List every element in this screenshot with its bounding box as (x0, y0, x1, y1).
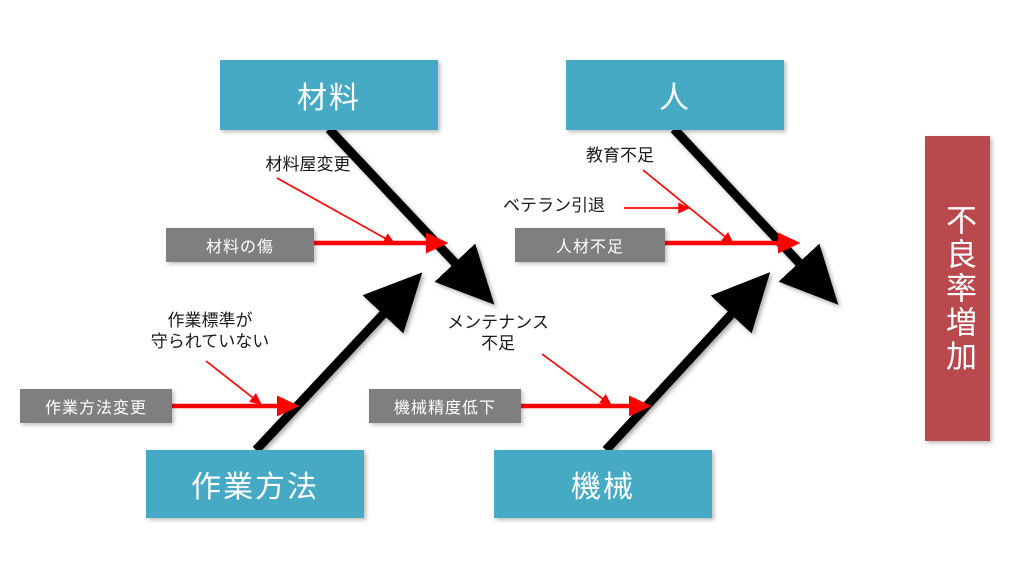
cause-arrow-material-shop (276, 177, 396, 244)
category-label-machine: 機械 (571, 470, 635, 505)
bone-machine (602, 272, 771, 454)
cause-label-method-henkou: 作業方法変更 (44, 398, 147, 417)
category-label-material: 材料 (297, 81, 361, 116)
cause-label-people-jinzai: 人材不足 (555, 237, 624, 256)
cause-text-people-kyouiku: 教育不足 (586, 146, 654, 166)
bone-material (325, 125, 495, 305)
cause-box-method-henkou[interactable]: 作業方法変更 (20, 389, 172, 423)
cause-text-material-shop: 材料屋変更 (265, 155, 351, 175)
cause-box-material-kizu[interactable]: 材料の傷 (166, 228, 314, 262)
category-box-machine[interactable]: 機械 (494, 450, 712, 518)
effect-label: 不良率増加 (939, 203, 976, 374)
category-box-method[interactable]: 作業方法 (146, 450, 364, 518)
cause-label-material-kizu: 材料の傷 (205, 237, 274, 256)
cause-box-people-jinzai[interactable]: 人材不足 (515, 228, 665, 262)
category-label-people: 人 (659, 81, 691, 116)
category-label-method: 作業方法 (191, 470, 319, 505)
cause-box-machine-seido[interactable]: 機械精度低下 (369, 389, 521, 423)
category-box-people[interactable]: 人 (566, 60, 784, 130)
cause-arrow-method-hyoujun (205, 360, 262, 405)
bone-method (252, 272, 423, 454)
cause-arrow-machine-maintenance (541, 353, 612, 406)
category-box-material[interactable]: 材料 (220, 60, 438, 130)
bone-people (670, 125, 839, 305)
cause-text-people-veteran: ベテラン引退 (503, 196, 605, 216)
effect-box[interactable]: 不良率増加 (925, 136, 990, 441)
cause-text-method-hyoujun: 作業標準が 守られていない (150, 311, 270, 353)
cause-label-machine-seido: 機械精度低下 (393, 398, 496, 417)
cause-text-machine-maintenance: メンテナンス 不足 (447, 313, 549, 355)
